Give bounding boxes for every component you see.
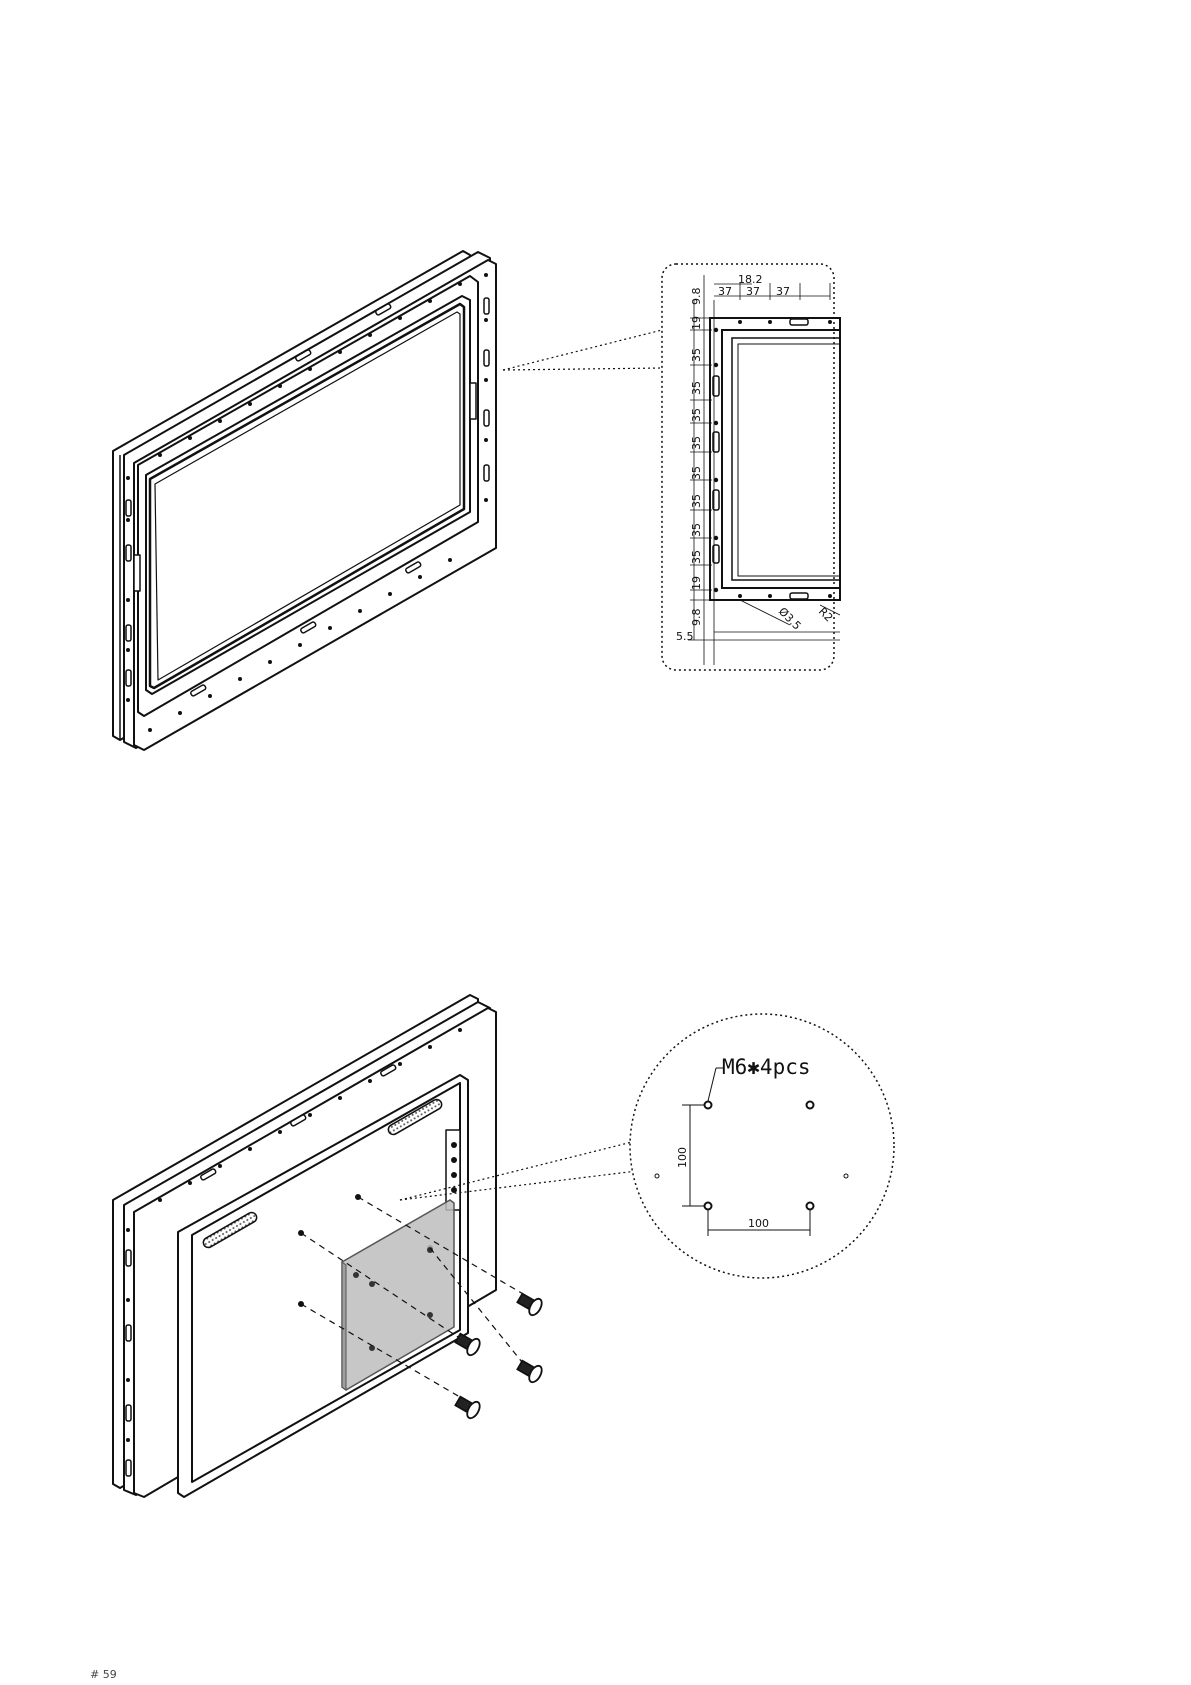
dim-35-1: 35 xyxy=(690,348,703,362)
dim-35-4: 35 xyxy=(690,436,703,450)
dim-37-c: 37 xyxy=(776,285,790,298)
dim-35-2: 35 xyxy=(690,381,703,395)
dim-5-5: 5.5 xyxy=(676,630,694,643)
dim-35-8: 35 xyxy=(690,550,703,564)
dim-35-5: 35 xyxy=(690,466,703,480)
dim-37-b: 37 xyxy=(746,285,760,298)
dim-100-vertical: 100 xyxy=(676,1147,689,1168)
screw-icon xyxy=(515,1357,544,1384)
screw-icon xyxy=(453,1393,482,1420)
dimension-detail-box: 18.2 37 37 37 9.8 19 35 35 35 35 35 35 3… xyxy=(662,264,840,670)
dim-9-8-top: 9.8 xyxy=(690,288,703,306)
dim-35-6: 35 xyxy=(690,494,703,508)
dim-19-top: 19 xyxy=(690,316,703,330)
screw-icon xyxy=(515,1290,544,1317)
screw-callout-label: M6✱4pcs xyxy=(722,1055,811,1079)
dim-37-a: 37 xyxy=(718,285,732,298)
vesa-detail-circle: M6✱4pcs 100 100 xyxy=(630,1014,894,1278)
page-footer: # 59 xyxy=(90,1668,117,1681)
top-leader-lines xyxy=(503,330,662,370)
dim-35-7: 35 xyxy=(690,523,703,537)
dim-35-3: 35 xyxy=(690,408,703,422)
dim-100-horizontal: 100 xyxy=(748,1217,769,1230)
open-frame-monitor-front xyxy=(113,251,496,750)
dim-9-8-bottom: 9.8 xyxy=(690,609,703,627)
dim-19-bottom: 19 xyxy=(690,576,703,590)
